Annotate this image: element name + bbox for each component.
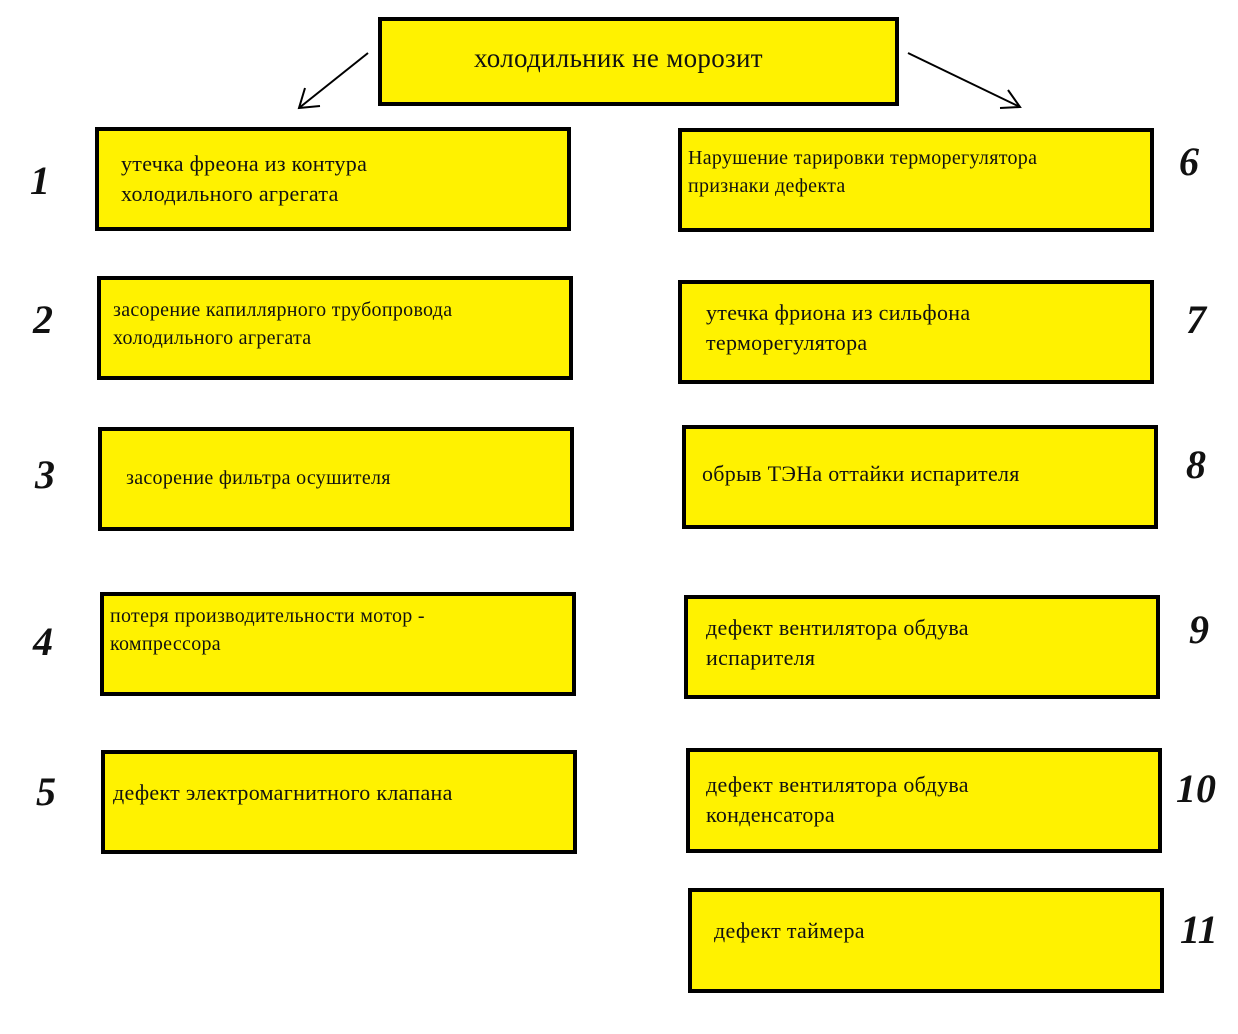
cause-number-6: 6 (1179, 139, 1199, 184)
cause-box-6: Нарушение тарировки терморегулятора приз… (678, 128, 1154, 232)
cause-number-3: 3 (35, 452, 55, 497)
root-box: холодильник не морозит (378, 17, 899, 106)
cause-number-10: 10 (1176, 766, 1216, 811)
cause-text: потеря производительности мотор - компре… (110, 605, 425, 655)
cause-number-5: 5 (36, 769, 56, 814)
cause-box-11: дефект таймера (688, 888, 1164, 993)
cause-box-8: обрыв ТЭНа оттайки испарителя (682, 425, 1158, 529)
cause-box-2: засорение капиллярного трубопровода холо… (97, 276, 573, 380)
cause-number-8: 8 (1186, 442, 1206, 487)
cause-text: обрыв ТЭНа оттайки испарителя (702, 461, 1020, 486)
cause-text: утечка фриона из сильфона терморегулятор… (706, 300, 971, 355)
cause-number-1: 1 (30, 158, 50, 203)
cause-text: дефект электромагнитного клапана (113, 780, 453, 805)
cause-box-10: дефект вентилятора обдува конденсатора (686, 748, 1162, 853)
arrow-left (297, 52, 369, 110)
cause-box-1: утечка фреона из контура холодильного аг… (95, 127, 571, 231)
cause-box-5: дефект электромагнитного клапана (101, 750, 577, 854)
cause-box-4: потеря производительности мотор - компре… (100, 592, 576, 696)
cause-number-2: 2 (33, 297, 53, 342)
arrow-right (907, 52, 1022, 109)
cause-text: утечка фреона из контура холодильного аг… (121, 151, 368, 206)
cause-number-4: 4 (33, 619, 53, 664)
cause-number-9: 9 (1189, 607, 1209, 652)
cause-text: дефект таймера (714, 918, 865, 943)
cause-box-7: утечка фриона из сильфона терморегулятор… (678, 280, 1154, 384)
cause-text: засорение капиллярного трубопровода холо… (113, 299, 453, 349)
cause-text: дефект вентилятора обдува конденсатора (706, 772, 969, 827)
cause-number-7: 7 (1186, 297, 1206, 342)
cause-text: дефект вентилятора обдува испарителя (706, 615, 969, 670)
cause-box-9: дефект вентилятора обдува испарителя (684, 595, 1160, 699)
root-title: холодильник не морозит (474, 43, 763, 73)
cause-box-3: засорение фильтра осушителя (98, 427, 574, 531)
cause-number-11: 11 (1180, 907, 1218, 952)
cause-text: Нарушение тарировки терморегулятора приз… (688, 147, 1038, 197)
cause-text: засорение фильтра осушителя (126, 467, 391, 489)
